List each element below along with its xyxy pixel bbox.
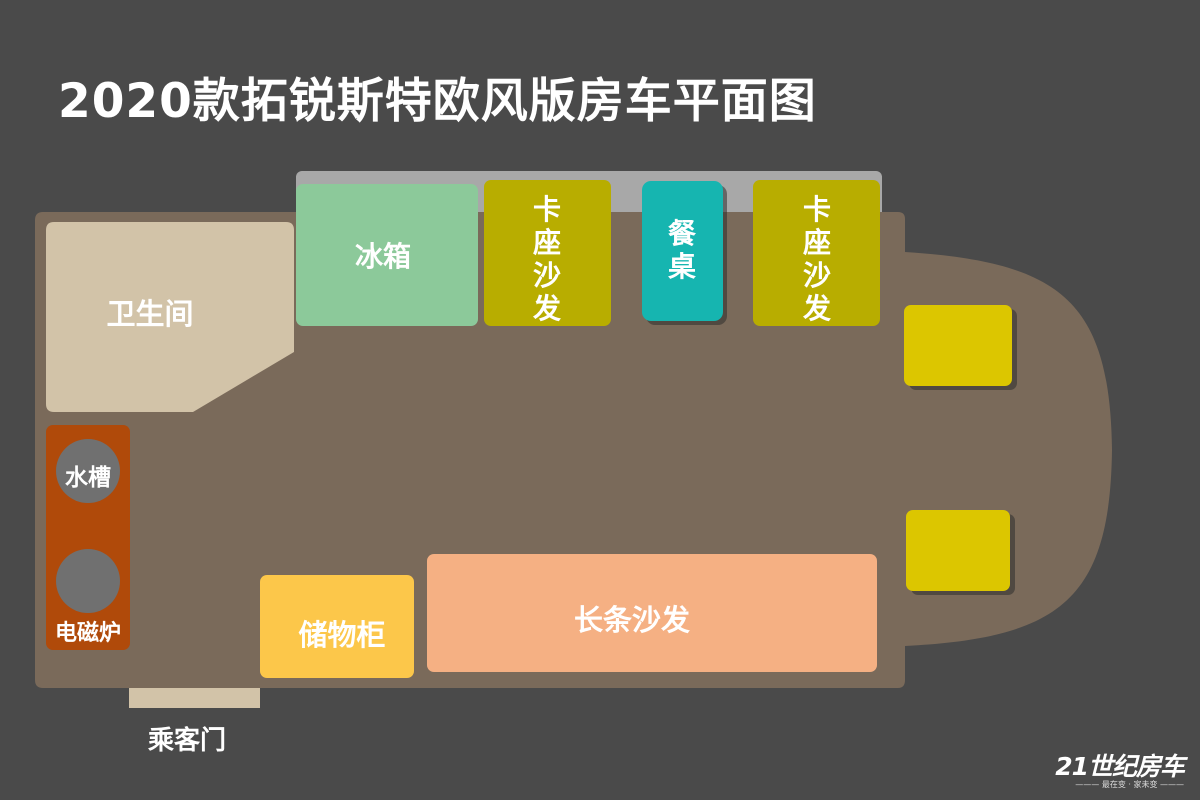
storage-cabinet-label: 储物柜 xyxy=(298,618,386,652)
bathroom-label: 卫生间 xyxy=(106,297,194,331)
logo-text: 21世纪房车 xyxy=(1055,752,1185,781)
booth-sofa-left-label: 卡座沙发 xyxy=(532,193,561,325)
fridge-block xyxy=(296,184,478,326)
induction-cooker-label: 电磁炉 xyxy=(54,621,121,646)
bathroom-block xyxy=(46,222,294,412)
long-sofa-label: 长条沙发 xyxy=(573,603,690,637)
dining-table-label: 餐桌 xyxy=(667,217,696,283)
logo-tagline: ——— 最在变 · 家未变 ——— xyxy=(1075,780,1184,789)
dining-table-block xyxy=(642,181,723,321)
sink-label: 水槽 xyxy=(65,465,111,491)
fridge-label: 冰箱 xyxy=(354,240,411,273)
induction-cooker-burner xyxy=(56,549,120,613)
brand-logo: 21世纪房车 ——— 最在变 · 家未变 ——— xyxy=(1055,752,1185,790)
long-sofa-block xyxy=(427,554,877,672)
front-seat-top xyxy=(904,305,1012,386)
passenger-door-block xyxy=(129,688,260,708)
sink-basin xyxy=(56,439,120,503)
booth-sofa-right-block xyxy=(753,180,880,326)
booth-sofa-left-block xyxy=(484,180,611,326)
storage-cabinet-block xyxy=(260,575,414,678)
booth-sofa-right-label: 卡座沙发 xyxy=(802,193,831,325)
front-seat-bottom xyxy=(906,510,1010,591)
page-title: 2020款拓锐斯特欧风版房车平面图 xyxy=(58,74,817,129)
passenger-door-label: 乘客门 xyxy=(148,726,227,756)
